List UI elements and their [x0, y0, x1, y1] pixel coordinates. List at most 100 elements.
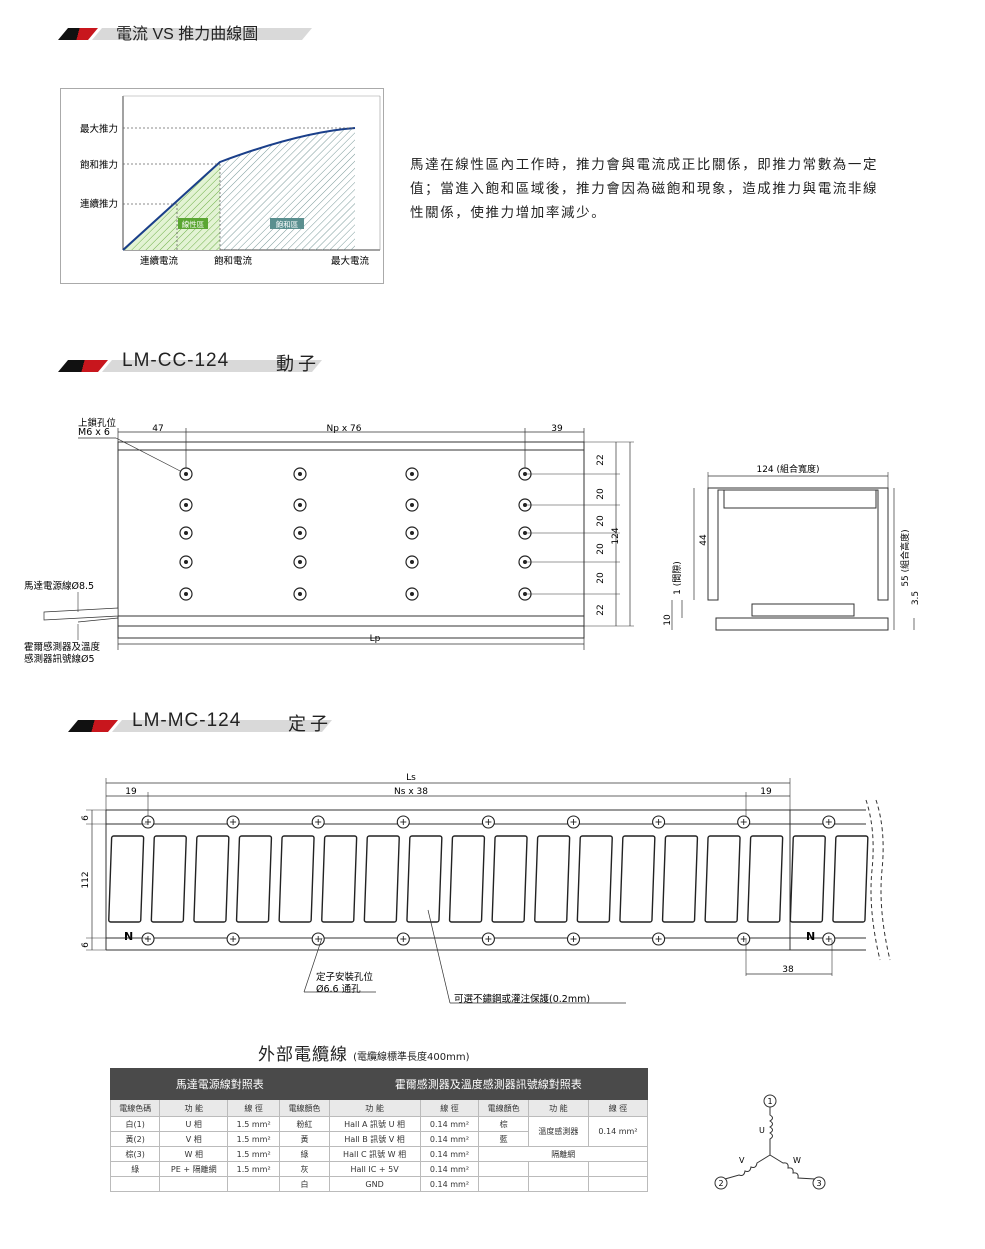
end-magnet [751, 603, 855, 617]
x-label-sat: 飽和電流 [214, 255, 253, 267]
cell: 1.5 mm² [227, 1116, 281, 1132]
table-row: 棕(3) W 相 1.5 mm² 綠 Hall C 訊號 W 相 0.14 mm… [109, 1146, 648, 1162]
mount-hole-center [298, 472, 302, 476]
cell: 0.14 mm² [419, 1131, 480, 1147]
cell: 0.14 mm² [419, 1161, 480, 1177]
cell [478, 1161, 529, 1177]
section-header-stator: LM-MC-124 定子 [68, 710, 368, 736]
magnet [619, 835, 656, 923]
mount-hole-center [410, 560, 414, 564]
node-3-circle [812, 1176, 826, 1190]
saturated-region-area [220, 128, 355, 250]
table-row: 綠 PE + 隔離網 1.5 mm² 灰 Hall IC + 5V 0.14 m… [109, 1161, 649, 1177]
magnet [832, 835, 869, 923]
section-header-mover: LM-CC-124 動子 [58, 350, 358, 376]
magnet [235, 835, 273, 923]
group-power: 馬達電源線對照表 [110, 1068, 330, 1100]
side-dim-2: 20 [596, 515, 606, 527]
mount-hole-center [298, 560, 302, 564]
dim-total-text: 124 [611, 527, 621, 544]
dim-left-text: 47 [152, 424, 163, 434]
cell: 0.14 mm² [587, 1116, 649, 1147]
cell [478, 1176, 529, 1192]
dim-right-text: 39 [551, 424, 563, 434]
y-label-max: 最大推力 [80, 123, 118, 135]
phase-u-label: U [759, 1126, 765, 1135]
col-header: 功 能 [328, 1099, 421, 1117]
cell: 0.14 mm² [419, 1176, 480, 1192]
table-row: 黃(2) V 相 1.5 mm² 黃 Hall B 訊號 V 相 0.14 mm… [109, 1131, 648, 1147]
dim-ns-text: Ns x 38 [394, 787, 428, 797]
magnet [534, 835, 571, 923]
dim-np-text: Np x 76 [327, 424, 362, 434]
pole-n-left: N [124, 930, 133, 943]
sensor-cable-label-1: 霍爾感測器及溫度 [24, 641, 101, 653]
stator-magnets [108, 835, 869, 923]
col-header: 線 徑 [227, 1099, 281, 1117]
end-height-text: 55 (組合高度) [899, 529, 911, 586]
mount-hole-center [298, 592, 302, 596]
end-10-text: 10 [663, 614, 673, 626]
mount-hole-center [410, 472, 414, 476]
cell [109, 1176, 161, 1192]
x-label-max: 最大電流 [331, 255, 370, 267]
group-hall: 霍爾感測器及溫度感測器訊號線對照表 [328, 1068, 649, 1100]
magnet [406, 835, 443, 923]
dim-112: 112 [81, 871, 91, 888]
cell: Hall C 訊號 W 相 [328, 1146, 421, 1162]
saturated-region-tag [270, 218, 304, 229]
thrust-curve [122, 127, 356, 251]
cell: 隔離網 [478, 1146, 648, 1162]
mount-hole-center [184, 531, 188, 535]
leader-line [303, 937, 323, 993]
cell: 棕 [478, 1116, 529, 1132]
cell: PE + 隔離網 [159, 1161, 229, 1177]
end-width-text: 124 (組合寬度) [756, 463, 819, 475]
mount-hole-center [184, 592, 188, 596]
coil-u [769, 1107, 773, 1155]
linear-region-tag [178, 218, 208, 229]
mount-label-1: 定子安裝孔位 [316, 971, 374, 983]
cell [227, 1176, 281, 1192]
mover-base-plate [117, 625, 585, 639]
y-label-sat: 飽和推力 [80, 159, 118, 171]
end-35-text: 3.5 [911, 591, 921, 605]
stator-label: 定子 [288, 714, 332, 734]
cell [527, 1176, 589, 1192]
magnet [747, 835, 784, 923]
cable-section-title: 外部電纜線 (電纜線標準長度400mm) [258, 1040, 469, 1065]
saturated-region-label: 飽和區 [276, 219, 299, 229]
col-header: 功 能 [527, 1099, 589, 1117]
power-cable-shape [43, 607, 119, 621]
end-gap-text: 1 (間隙) [671, 561, 683, 595]
mount-hole-center [410, 503, 414, 507]
table-row: 白(1) U 相 1.5 mm² 粉紅 Hall A 訊號 U 相 0.14 m… [109, 1116, 649, 1147]
cell: 溫度感測器 [527, 1116, 589, 1147]
dim-ls-text: Ls [406, 773, 416, 783]
dim-38-text: 38 [782, 965, 794, 975]
dim-19-left: 19 [125, 787, 137, 797]
cell: 1.5 mm² [227, 1146, 281, 1162]
cable-subtitle: (電纜線標準長度400mm) [353, 1052, 470, 1063]
mount-hole-center [410, 592, 414, 596]
cell: 黃 [279, 1131, 330, 1147]
node-3-label: 3 [816, 1179, 821, 1188]
side-dim-0: 22 [596, 454, 606, 465]
magnet [704, 835, 741, 923]
side-dim-1: 20 [596, 488, 606, 500]
mover-model: LM-CC-124 [122, 350, 230, 371]
cell: Hall B 訊號 V 相 [328, 1131, 421, 1147]
mover-label: 動子 [276, 354, 320, 374]
phase-w-label: W [793, 1156, 801, 1165]
end-stator [715, 617, 889, 631]
header-bar [92, 28, 312, 40]
curve-description: 馬達在線性區內工作時，推力會與電流成正比關係，即推力常數為一定值；當進入飽和區域… [410, 157, 879, 221]
cell [159, 1176, 229, 1192]
break-line [865, 799, 881, 961]
cell: 白(1) [109, 1116, 161, 1132]
cell: 綠 [279, 1146, 330, 1162]
section-header-curve: 電流 VS 推力曲線圖 [58, 20, 318, 46]
side-dim-4: 20 [596, 572, 606, 584]
coil-w [769, 1154, 816, 1180]
mount-hole-center [184, 503, 188, 507]
